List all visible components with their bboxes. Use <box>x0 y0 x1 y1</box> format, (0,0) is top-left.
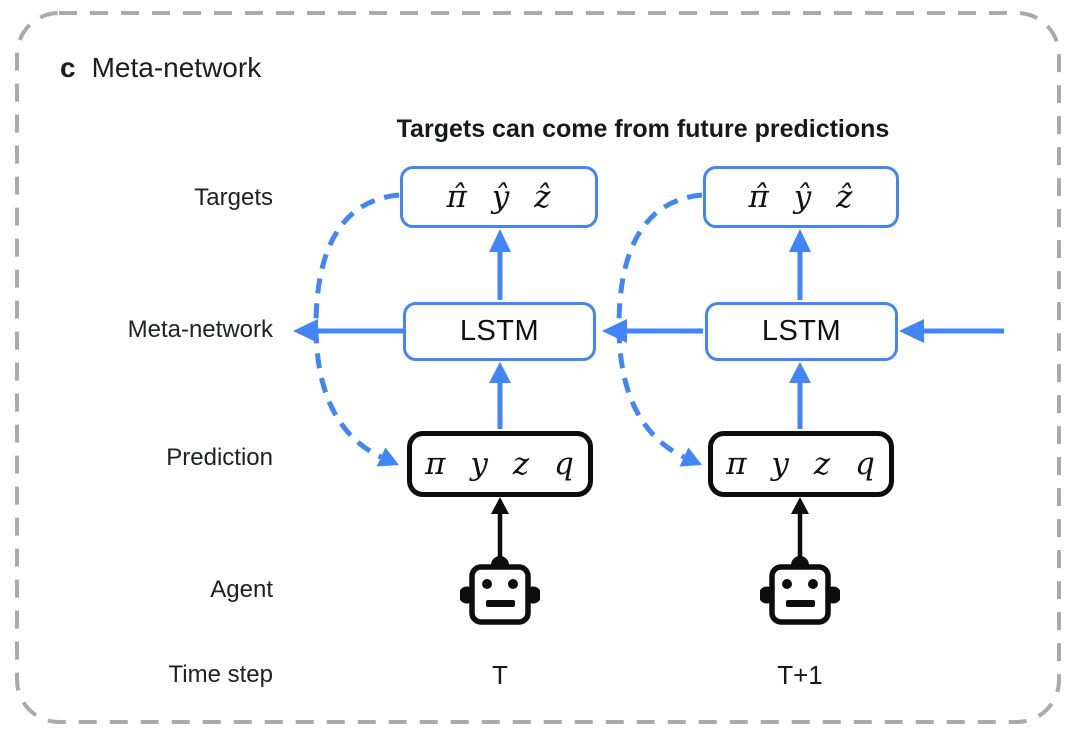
agent-robot-icon-t <box>460 556 540 625</box>
panel-letter: c <box>60 52 76 83</box>
targets-box-t1: π̂ ŷ ẑ <box>703 166 899 228</box>
arrow-prediction-to-lstm-t1 <box>789 362 811 429</box>
time-step-t: T <box>492 660 508 690</box>
targets-symbols-t1: π̂ ŷ ẑ <box>748 179 854 215</box>
arrow-agent-to-prediction-t1 <box>791 497 809 557</box>
agent-robot-icon-t1 <box>760 556 840 625</box>
arrow-prediction-to-lstm-t <box>489 362 511 429</box>
dashed-feedback-arc-t <box>313 192 400 467</box>
lstm-box-t1: LSTM <box>705 302 898 361</box>
dashed-feedback-arc-t1 <box>616 192 703 467</box>
figure-caption: Targets can come from future predictions <box>396 115 890 143</box>
row-label-prediction: Prediction <box>166 444 273 471</box>
targets-box-t: π̂ ŷ ẑ <box>400 166 598 228</box>
prediction-box-t1: π y z q <box>708 431 894 497</box>
prediction-symbols-t1: π y z q <box>726 446 876 482</box>
row-label-time-step: Time step <box>168 661 273 688</box>
outer-dashed-border <box>15 11 1061 724</box>
lstm-label-t1: LSTM <box>761 315 842 347</box>
lstm-label-t: LSTM <box>459 315 540 347</box>
panel-title: c Meta-network <box>60 52 261 84</box>
row-label-targets: Targets <box>194 184 273 211</box>
row-label-meta-network: Meta-network <box>127 316 273 343</box>
lstm-box-t: LSTM <box>403 302 596 361</box>
time-step-t1: T+1 <box>777 660 823 690</box>
prediction-symbols-t: π y z q <box>425 446 575 482</box>
arrow-lstm-to-targets-t <box>489 229 511 300</box>
arrow-lstm-to-targets-t1 <box>789 229 811 300</box>
arrow-lstm-t1-to-lstm-t <box>602 319 703 343</box>
panel-title-text: Meta-network <box>91 52 262 83</box>
arrow-agent-to-prediction-t <box>491 497 509 557</box>
arrow-into-lstm-t1-from-right <box>899 319 1004 343</box>
targets-symbols-t: π̂ ŷ ẑ <box>446 179 552 215</box>
prediction-box-t: π y z q <box>407 431 593 497</box>
row-label-agent: Agent <box>210 576 273 603</box>
arrow-lstm-t-output-left <box>293 319 403 343</box>
